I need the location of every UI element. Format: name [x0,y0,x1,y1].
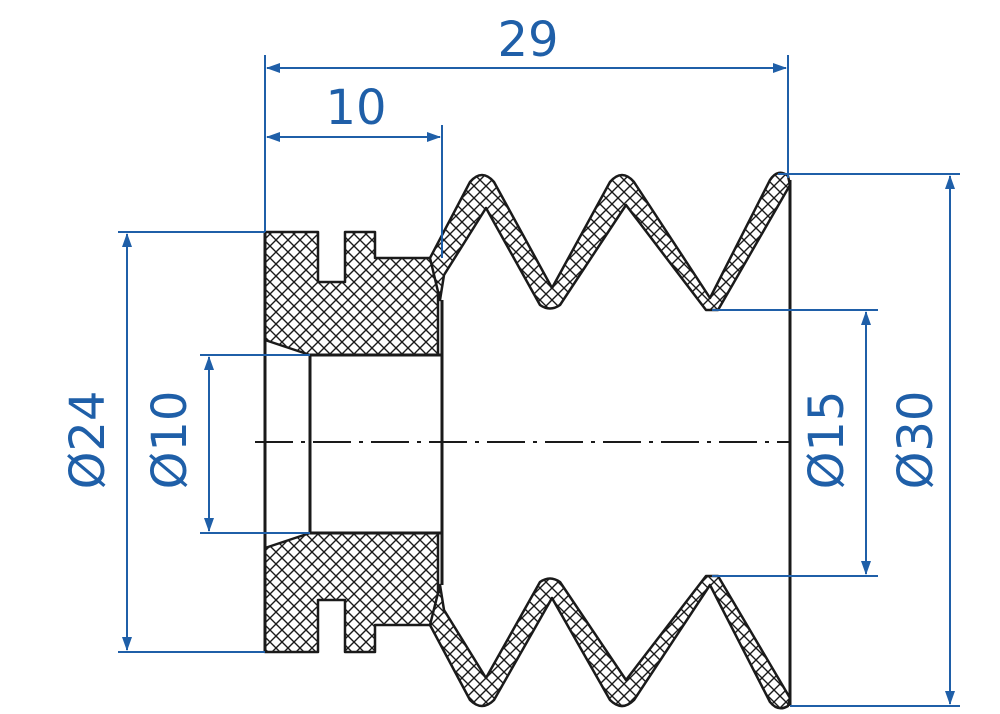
hub-length-label: 10 [325,80,386,136]
lower-hub-section [263,531,440,654]
hub-diameter-label: Ø24 [60,391,116,490]
upper-hub-section [263,230,440,357]
overall-length-label: 29 [497,12,558,68]
groove-root-diameter-label: Ø15 [799,391,855,490]
lower-groove-wall-section [428,574,792,710]
bore-diameter-label: Ø10 [142,391,198,490]
dimension-annotations: 29 10 Ø24 Ø10 Ø15 Ø30 [60,12,960,707]
outer-diameter-label: Ø30 [888,391,944,490]
upper-groove-wall-section [428,171,792,312]
